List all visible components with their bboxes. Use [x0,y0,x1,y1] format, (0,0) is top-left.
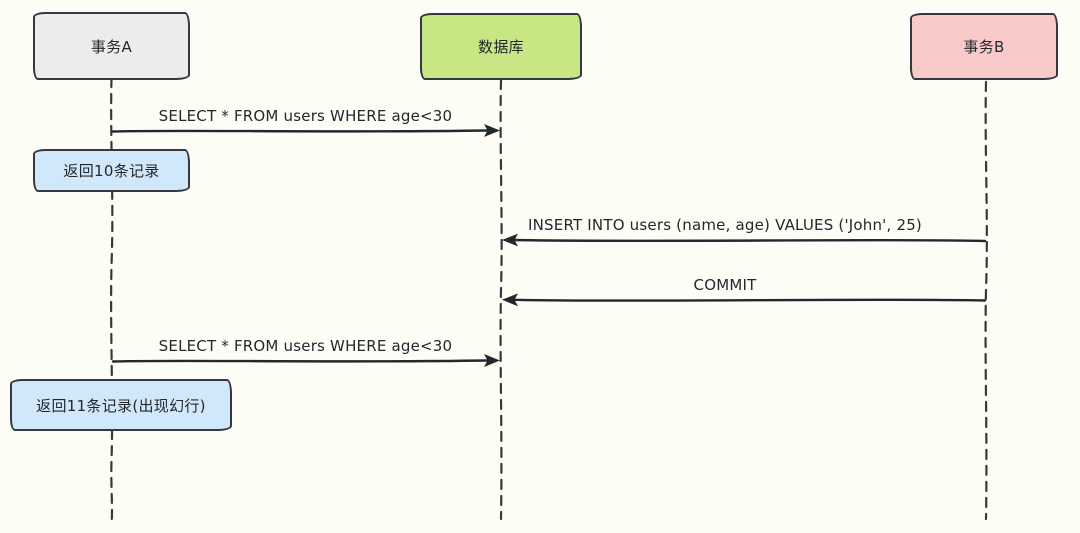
message-label-select-1: SELECT * FROM users WHERE age<30 [158,107,453,125]
note-returned-11-records-phantom-label: 返回11条记录(出现幻行) [36,396,206,415]
message-label-insert: INSERT INTO users (name, age) VALUES ('J… [528,216,922,234]
arrowhead-commit [502,293,518,307]
actor-transaction-b: 事务B [910,13,1058,80]
note-returned-10-records: 返回10条记录 [33,149,190,192]
lifeline-transaction-a [110,76,114,521]
actor-transaction-b-label: 事务B [963,38,1005,56]
actor-transaction-a: 事务A [33,12,190,80]
actor-database: 数据库 [420,13,582,80]
message-label-select-2: SELECT * FROM users WHERE age<30 [158,337,453,355]
lifeline-database [499,78,503,521]
message-arrow-commit [513,298,987,302]
note-returned-10-records-label: 返回10条记录 [63,162,160,180]
arrowhead-select-2 [484,354,500,367]
message-arrow-select-2 [111,359,489,363]
arrowhead-insert [502,233,518,247]
actor-database-label: 数据库 [478,38,524,56]
arrowhead-select-1 [484,124,500,137]
message-label-commit: COMMIT [693,276,757,294]
message-arrow-insert [513,238,987,243]
message-arrow-select-1 [111,129,489,133]
actor-transaction-a-label: 事务A [90,37,133,56]
lifeline-transaction-b [984,80,988,521]
note-returned-11-records-phantom: 返回11条记录(出现幻行) [10,379,232,431]
